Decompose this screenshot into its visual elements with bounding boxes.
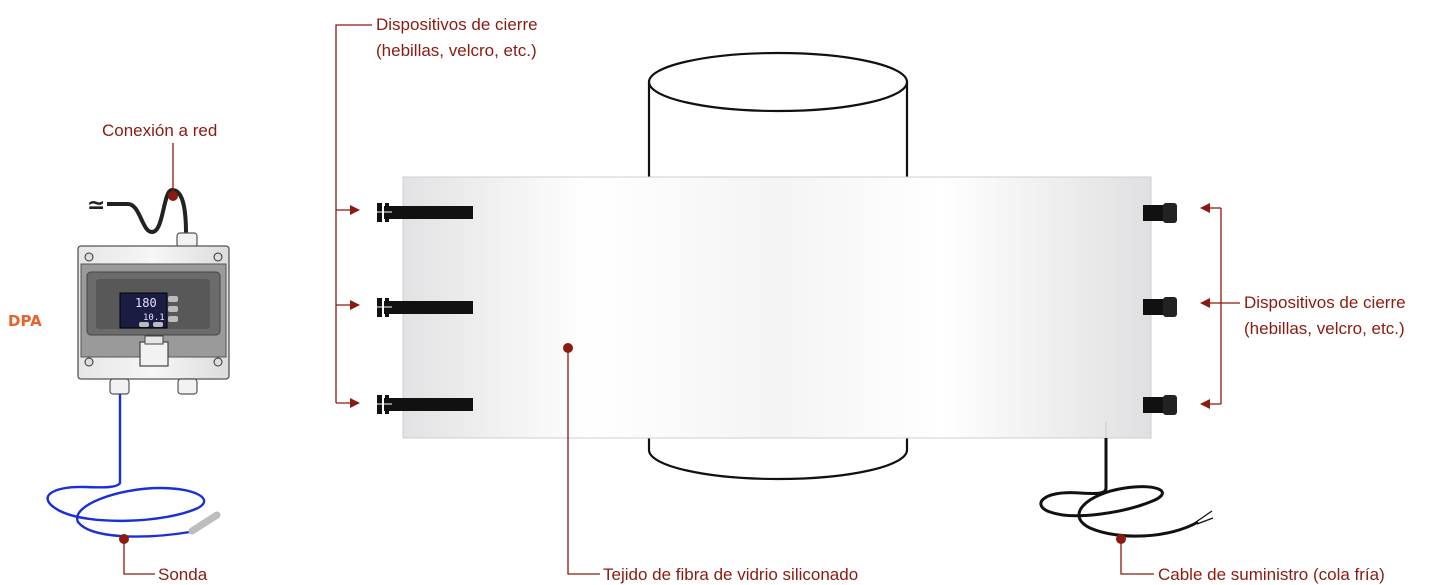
label-closure-left-line1: Dispositivos de cierre (376, 15, 538, 34)
fiberglass-fabric-sheet (402, 176, 1152, 439)
pipe-cylinder (647, 51, 909, 481)
supply-cable (1039, 422, 1214, 538)
label-network-connection: Conexión a red (102, 121, 217, 140)
label-closure-right-line1: Dispositivos de cierre (1244, 293, 1406, 312)
right-buckle-bottom (1143, 395, 1177, 415)
label-dpa: DPA (8, 312, 42, 330)
dpa-controller: ≃ 180 10.1 (77, 187, 230, 395)
right-buckle-top (1143, 203, 1177, 223)
display-reading: 10.1 (143, 313, 165, 323)
left-strap-top (376, 203, 473, 222)
right-buckle-middle (1143, 297, 1177, 317)
label-closure-left-line2: (hebillas, velcro, etc.) (376, 41, 537, 60)
left-strap-middle (376, 298, 473, 317)
left-strap-bottom (376, 395, 473, 414)
display-setpoint: 180 (135, 296, 157, 310)
label-fabric: Tejido de fibra de vidrio siliconado (603, 565, 858, 584)
label-supply-cable: Cable de suministro (cola fría) (1158, 565, 1385, 584)
label-closure-right-line2: (hebillas, velcro, etc.) (1244, 319, 1405, 338)
label-probe: Sonda (158, 565, 208, 584)
probe-cable (46, 394, 221, 538)
ac-symbol: ≃ (87, 193, 105, 218)
